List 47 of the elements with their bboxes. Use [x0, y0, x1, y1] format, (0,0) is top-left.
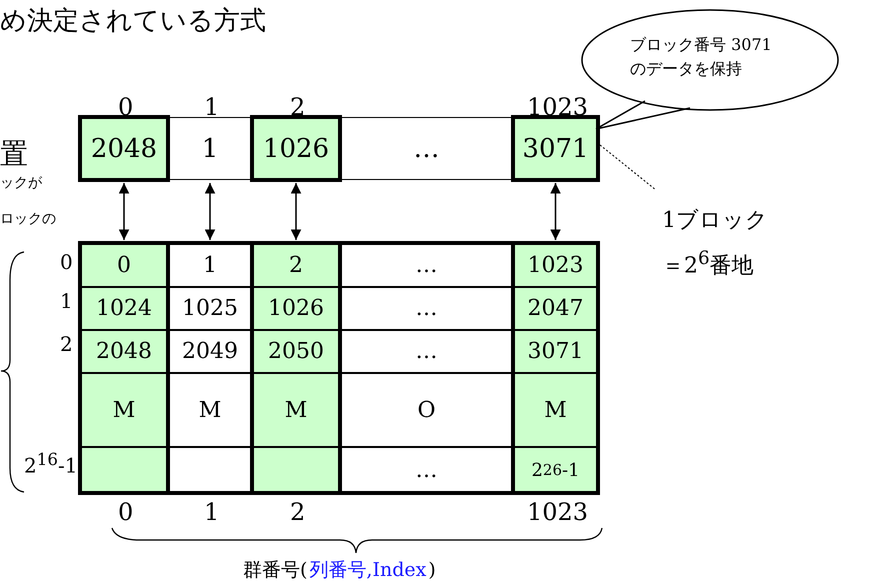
label-text: ロックの — [0, 212, 56, 226]
callout-tail — [595, 100, 691, 130]
row-number: 2$^{16}$-1 — [24, 452, 78, 476]
ellipsis-cell: … — [340, 287, 513, 330]
double-arrow — [290, 183, 302, 240]
number-cell: 2049 — [168, 330, 252, 373]
label-text: 置 — [0, 140, 28, 168]
row-number: 1 — [60, 291, 73, 311]
column-number: 1023 — [527, 95, 588, 119]
number-cell: 2050 — [252, 330, 340, 373]
number-cell: 2048 — [80, 330, 168, 373]
column-number: 1 — [204, 500, 220, 524]
column-number: 1023 — [527, 500, 588, 524]
label-text: ックが — [0, 176, 42, 190]
callout-text: ブロック番号 3071のデータを保持 — [630, 34, 773, 80]
number-cell: M — [168, 373, 252, 447]
double-arrow — [550, 183, 561, 240]
number-cell: M — [252, 373, 340, 447]
number-cell: 1026 — [252, 287, 340, 330]
column-number: 0 — [118, 95, 134, 119]
row-number: 0 — [60, 252, 73, 272]
caption-text: 群番号( — [243, 561, 308, 580]
number-cell: 3071 — [513, 330, 598, 373]
ellipsis-cell: … — [340, 330, 513, 373]
column-number: 1 — [204, 95, 220, 119]
number-cell: 1023 — [513, 243, 598, 287]
number-cell: 1025 — [168, 287, 252, 330]
column-number: 2 — [290, 95, 306, 119]
row-number: 2 — [60, 334, 73, 354]
title: め決定されている方式 — [0, 8, 266, 34]
number-cell: M — [80, 373, 168, 447]
double-arrow — [118, 183, 130, 240]
number-cell: M — [513, 373, 598, 447]
double-arrow — [204, 183, 216, 240]
caption-text: 列番号,Index — [309, 561, 426, 580]
number-cell: O — [340, 373, 513, 447]
column-number: 2 — [290, 500, 306, 524]
number-cell: 1024 — [80, 287, 168, 330]
number-cell: 2047 — [513, 287, 598, 330]
note-text: 1ブロック＝2$^{6}$番地 — [662, 200, 780, 287]
caption-text: ) — [428, 561, 436, 580]
number-cell: 2 — [252, 243, 340, 287]
number-cell: 0 — [80, 243, 168, 287]
leader-line — [600, 144, 656, 190]
number-cell: 1 — [168, 117, 252, 180]
ellipsis-cell: … — [340, 117, 513, 180]
column-number: 0 — [118, 500, 134, 524]
